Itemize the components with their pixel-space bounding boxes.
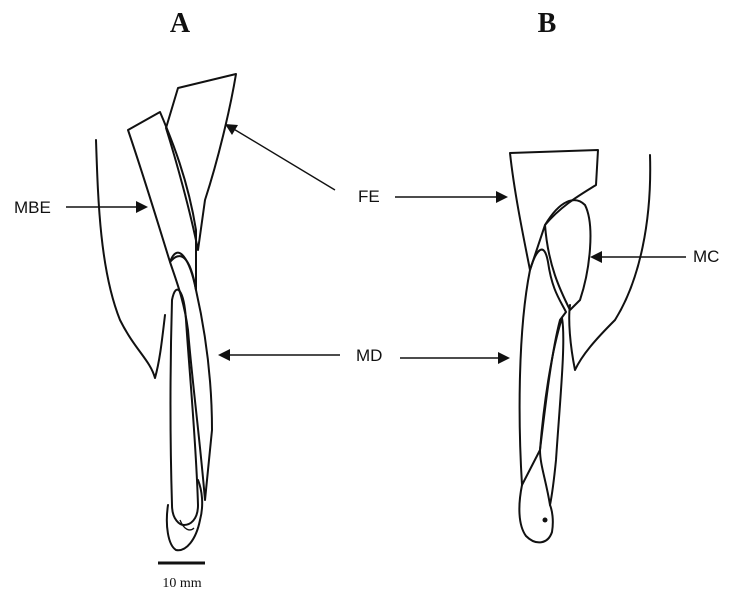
- panel-label-b: B: [538, 8, 557, 39]
- label-md: MD: [356, 346, 382, 365]
- arrow-fe-a: [232, 128, 335, 190]
- panel-a-canal: [171, 290, 199, 525]
- label-mc: MC: [693, 247, 719, 266]
- panel-b-tip: [519, 450, 552, 542]
- panel-a-outline: [96, 140, 165, 378]
- arrowhead-md-b: [498, 352, 510, 364]
- arrowhead-mbe: [136, 201, 148, 213]
- arrowhead-mc: [590, 251, 602, 263]
- panel-b-fe-region: [510, 150, 598, 270]
- scale-bar-label: 10 mm: [162, 576, 201, 591]
- panel-b-tip-dot: [543, 518, 548, 523]
- panel-a-fe-region: [166, 74, 236, 250]
- arrowhead-fe-b: [496, 191, 508, 203]
- label-fe: FE: [358, 187, 380, 206]
- panel-a-drawing: [96, 74, 236, 550]
- panel-b-outline: [569, 155, 650, 370]
- arrowhead-fe-a: [225, 124, 238, 135]
- panel-b-drawing: [510, 150, 650, 542]
- label-mbe: MBE: [14, 198, 51, 217]
- panel-label-a: A: [170, 8, 191, 39]
- arrowhead-md-a: [218, 349, 230, 361]
